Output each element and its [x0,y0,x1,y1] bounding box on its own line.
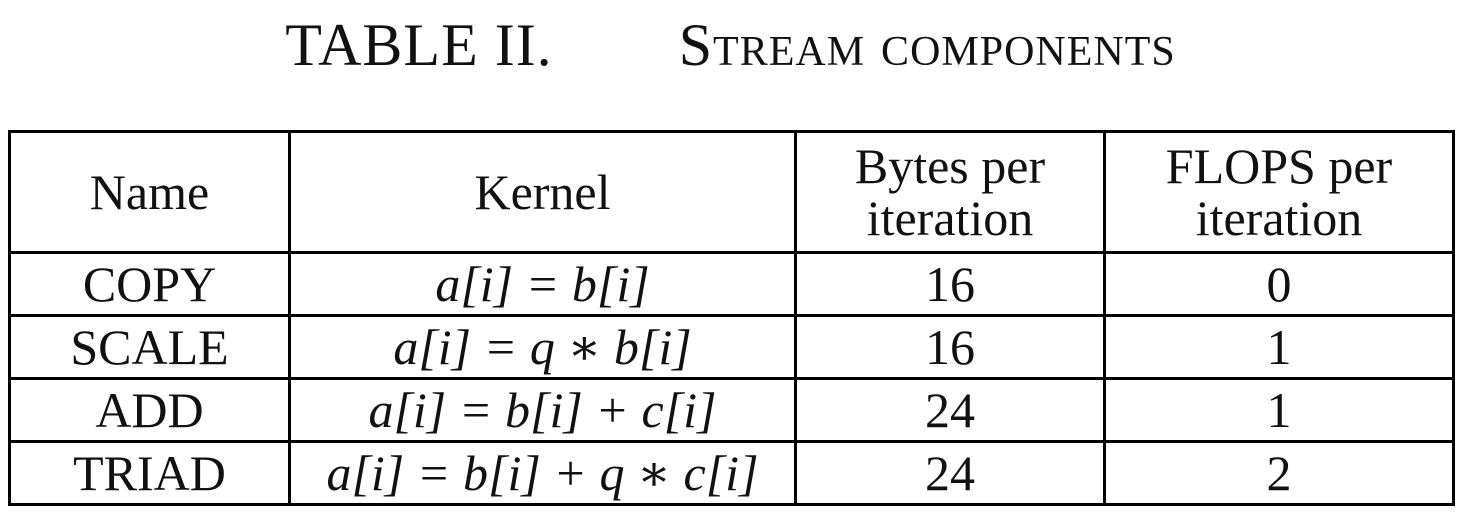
header-bytes-label: Bytes per iteration [854,138,1046,246]
cell-flops: 2 [1103,440,1455,506]
cell-bytes: 16 [794,314,1106,380]
header-name-label: Name [89,164,210,220]
cell-bytes: 24 [794,440,1106,506]
cell-flops: 1 [1103,314,1455,380]
cell-flops: 1 [1103,377,1455,443]
table-row: TRIAD a[i] = b[i] + q ∗ c[i] 24 2 [8,440,1455,506]
cell-name: ADD [8,377,291,443]
stream-components-table: Name Kernel Bytes per iteration FLOPS pe… [8,130,1455,506]
header-kernel-label: Kernel [474,164,611,220]
header-row: Name Kernel Bytes per iteration FLOPS pe… [8,130,1455,254]
table-row: COPY a[i] = b[i] 16 0 [8,251,1455,317]
cell-name: TRIAD [8,440,291,506]
header-bytes-per-iteration: Bytes per iteration [794,130,1106,254]
header-flops-per-iteration: FLOPS per iteration [1103,130,1455,254]
cell-kernel: a[i] = b[i] + c[i] [288,377,797,443]
header-flops-label: FLOPS per iteration [1165,138,1393,246]
cell-kernel: a[i] = q ∗ b[i] [288,314,797,380]
cell-kernel: a[i] = b[i] + q ∗ c[i] [288,440,797,506]
table-title: Stream components [679,12,1176,78]
table-title-text: Stream components [678,12,1176,78]
cell-name: SCALE [8,314,291,380]
cell-bytes: 16 [794,251,1106,317]
cell-flops: 0 [1103,251,1455,317]
cell-name: COPY [8,251,291,317]
cell-bytes: 24 [794,377,1106,443]
table-row: SCALE a[i] = q ∗ b[i] 16 1 [8,314,1455,380]
table-caption: TABLE II. Stream components [0,10,1461,80]
header-name: Name [8,130,291,254]
table-label: TABLE II. [285,12,553,78]
table-row: ADD a[i] = b[i] + c[i] 24 1 [8,377,1455,443]
header-kernel: Kernel [288,130,797,254]
cell-kernel: a[i] = b[i] [288,251,797,317]
